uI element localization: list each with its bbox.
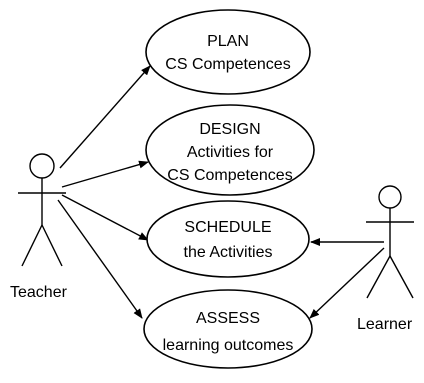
assoc-teacher-schedule xyxy=(61,194,149,241)
use-case-schedule: SCHEDULE the Activities xyxy=(146,200,310,278)
learner-label: Learner xyxy=(357,316,413,333)
use-case-schedule-ellipse xyxy=(146,200,310,278)
use-case-plan-line-2: CS Competences xyxy=(165,56,290,73)
assoc-teacher-plan xyxy=(59,65,151,169)
teacher-figure-icon xyxy=(18,153,66,267)
use-case-plan: PLAN CS Competences xyxy=(145,9,311,95)
use-case-schedule-line-1: SCHEDULE xyxy=(184,219,271,236)
actor-teacher: Teacher xyxy=(10,153,68,301)
use-case-plan-line-1: PLAN xyxy=(207,33,249,50)
use-case-design-ellipse xyxy=(145,104,315,196)
use-case-design-line-3: CS Competences xyxy=(167,167,292,184)
assoc-teacher-assess xyxy=(57,199,143,319)
use-case-assess-ellipse xyxy=(143,289,313,369)
use-case-schedule-line-2: the Activities xyxy=(184,244,273,261)
use-case-assess-line-2: learning outcomes xyxy=(163,337,294,354)
learner-figure-icon xyxy=(366,185,414,299)
use-case-design: DESIGN Activities for CS Competences xyxy=(145,104,315,196)
teacher-label: Teacher xyxy=(10,284,68,301)
use-case-assess-line-1: ASSESS xyxy=(196,310,260,327)
actor-learner: Learner xyxy=(357,185,414,333)
use-case-plan-ellipse xyxy=(145,9,311,95)
use-case-assess: ASSESS learning outcomes xyxy=(143,289,313,369)
assoc-teacher-design xyxy=(61,160,149,188)
assoc-learner-assess xyxy=(309,247,385,319)
use-case-design-line-2: Activities for xyxy=(187,144,274,161)
use-case-design-line-1: DESIGN xyxy=(199,121,260,138)
